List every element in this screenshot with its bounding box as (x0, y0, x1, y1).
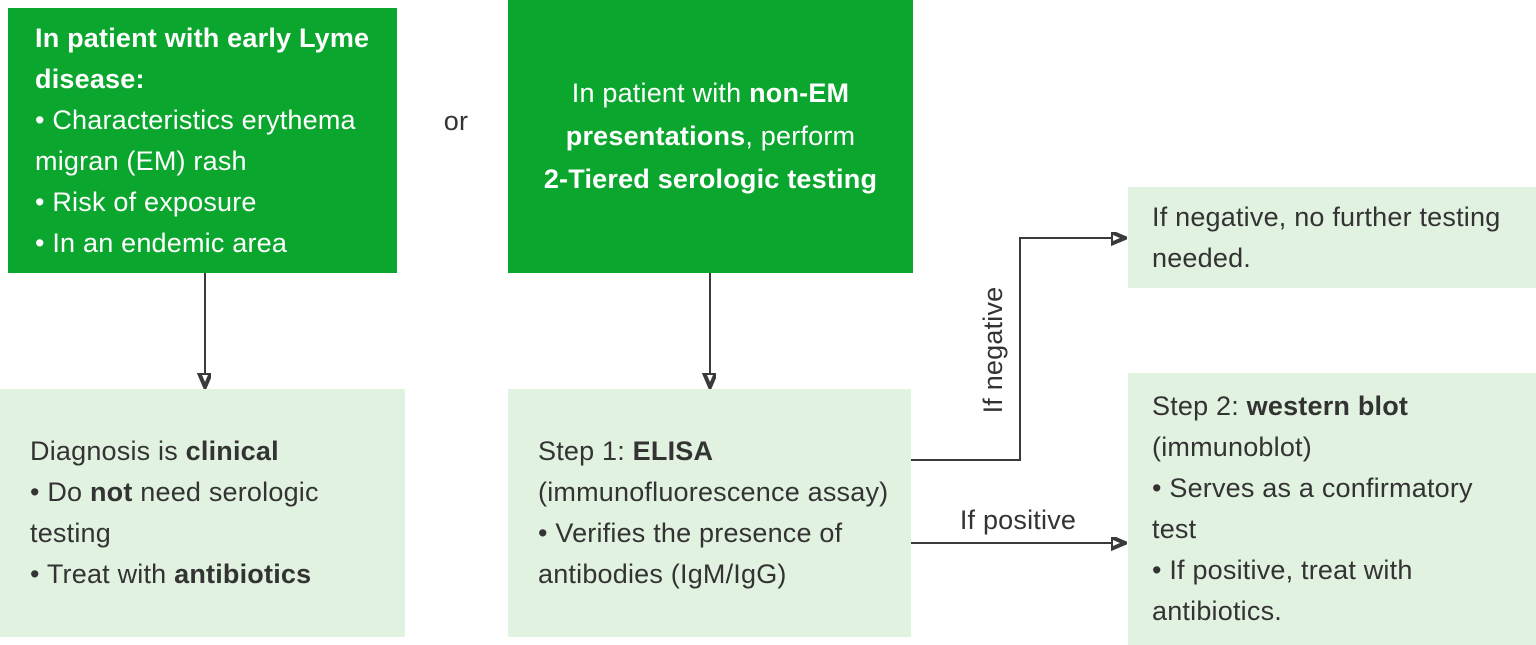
clinical-line2: • Do not need serologic (30, 472, 405, 513)
early-lyme-bullet-endemic-area: • In an endemic area (35, 227, 288, 258)
text-segment: In patient with (571, 78, 750, 108)
non-em-line3: 2-Tiered serologic testing (518, 158, 903, 201)
western-blot-line2: (immunoblot) (1152, 432, 1312, 462)
text-segment: • Do (30, 477, 90, 507)
elisa-line1: Step 1: ELISA (538, 431, 911, 472)
clinical-line4: • Treat with antibiotics (30, 554, 405, 595)
node-non-em-presentations: In patient with non-EM presentations, pe… (508, 0, 913, 273)
clinical-line3: testing (30, 518, 111, 548)
node-early-lyme-disease: In patient with early Lyme disease: • Ch… (8, 8, 397, 273)
western-blot-line5: • If positive, treat with (1152, 555, 1413, 585)
western-blot-line3: • Serves as a confirmatory (1152, 473, 1473, 503)
text-segment-bold: clinical (185, 436, 279, 466)
node-step2-western-blot: Step 2: western blot (immunoblot) • Serv… (1128, 373, 1536, 645)
early-lyme-title-line1: In patient with early Lyme (35, 22, 370, 53)
negative-result-line2: needed. (1152, 242, 1251, 273)
text-segment: Step 1: (538, 436, 633, 466)
text-segment: need serologic (132, 477, 319, 507)
non-em-line1: In patient with non-EM (518, 72, 903, 115)
text-segment-bold: non-EM (749, 78, 850, 108)
early-lyme-bullet-risk-exposure: • Risk of exposure (35, 186, 257, 217)
text-segment: , perform (745, 121, 856, 151)
western-blot-line4: test (1152, 514, 1197, 544)
text-segment: • Treat with (30, 559, 175, 589)
non-em-line2: presentations, perform (518, 115, 903, 158)
text-segment-bold: presentations (565, 121, 746, 151)
negative-result-line1: If negative, no further testing (1152, 201, 1501, 232)
text-segment-bold: western blot (1246, 391, 1409, 421)
node-step1-elisa: Step 1: ELISA (immunofluorescence assay)… (508, 389, 911, 637)
text-segment-bold: 2-Tiered serologic testing (543, 164, 878, 194)
western-blot-line6: antibiotics. (1152, 596, 1282, 626)
early-lyme-bullet-em-rash-line1: • Characteristics erythema (35, 104, 356, 135)
if-negative-edge-label: If negative (978, 286, 1008, 414)
text-segment: Diagnosis is (30, 436, 186, 466)
text-segment-bold: antibiotics (174, 559, 312, 589)
elisa-line3: • Verifies the presence of (538, 518, 843, 548)
clinical-line1: Diagnosis is clinical (30, 431, 405, 472)
elisa-line2: (immunofluorescence assay) (538, 477, 889, 507)
text-segment-bold: not (89, 477, 133, 507)
text-segment-bold: ELISA (632, 436, 714, 466)
early-lyme-title-line2: disease: (35, 63, 145, 94)
western-blot-line1: Step 2: western blot (1152, 386, 1536, 427)
if-positive-edge-label: If positive (959, 505, 1077, 535)
text-segment: Step 2: (1152, 391, 1247, 421)
node-clinical-diagnosis: Diagnosis is clinical • Do not need sero… (0, 389, 405, 637)
early-lyme-bullet-em-rash-line2: migran (EM) rash (35, 145, 247, 176)
node-negative-no-further-testing: If negative, no further testing needed. (1128, 187, 1536, 288)
or-connector-label: or (443, 106, 469, 136)
elisa-line4: antibodies (IgM/IgG) (538, 559, 787, 589)
